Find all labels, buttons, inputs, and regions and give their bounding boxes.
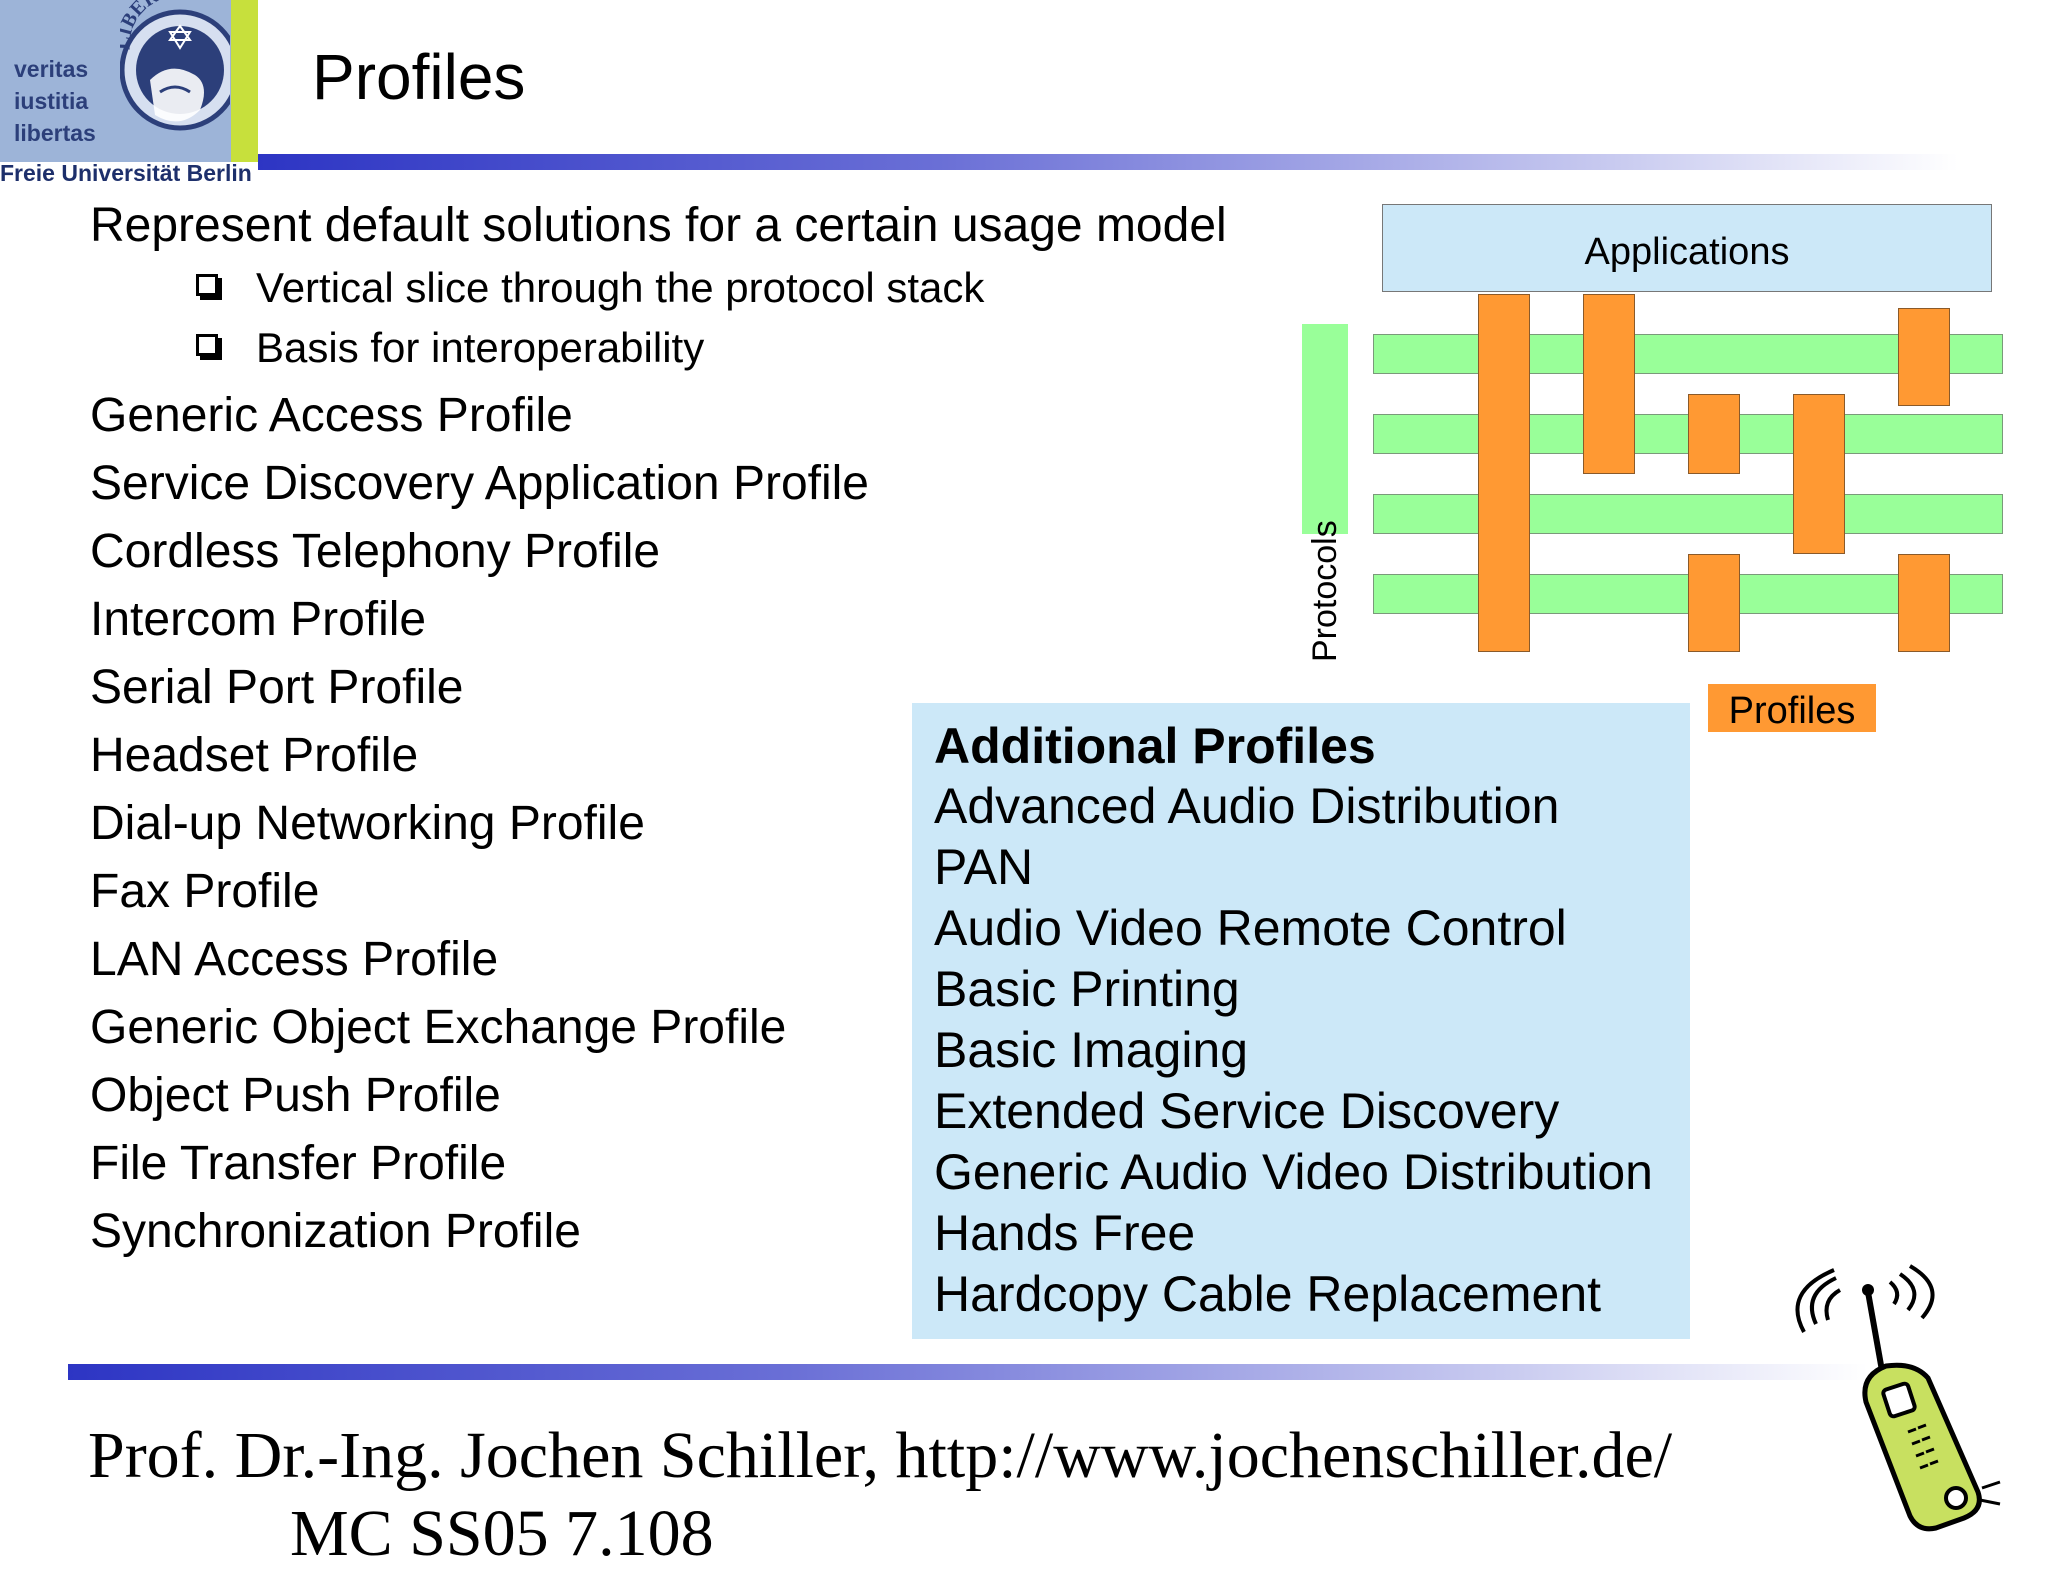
list-item: Hardcopy Cable Replacement [934,1266,1602,1322]
protocol-layer [1373,494,2003,534]
profile-slice [1898,554,1950,652]
footer-divider [68,1364,1868,1380]
additional-profiles-title: Additional Profiles [934,718,1376,774]
profile-stack-diagram: Protocols Applications Profiles [1290,200,2010,740]
profile-slice [1478,294,1530,652]
protocols-label: Protocols [1306,520,1344,662]
list-item: PAN [934,839,1034,895]
list-item: Hands Free [934,1205,1196,1261]
profile-slice [1898,308,1950,406]
checkbox-bullet-icon [196,334,218,356]
university-name: Freie Universität Berlin [0,160,252,186]
list-item: Cordless Telephony Profile [90,525,661,578]
footer-course: MC SS05 7.108 [290,1497,714,1570]
motto-line: iustitia [14,88,89,114]
list-item: Basic Imaging [934,1022,1249,1078]
applications-label: Applications [1584,231,1790,273]
checkbox-bullet-icon [196,274,218,296]
list-item: Advanced Audio Distribution [934,778,1560,834]
profile-slice [1583,294,1635,474]
profile-slice [1793,394,1845,554]
list-item: Intercom Profile [90,593,427,646]
logo-accent-bar [231,0,258,162]
list-item: Fax Profile [90,865,320,918]
profiles-label: Profiles [1728,690,1856,732]
list-item: Generic Access Profile [90,389,573,442]
motto-line: libertas [14,120,96,146]
sub-bullet: Basis for interoperability [256,324,705,371]
list-item: Audio Video Remote Control [934,900,1567,956]
list-item: Headset Profile [90,729,419,782]
intro-text: Represent default solutions for a certai… [90,199,1227,252]
list-item: Dial-up Networking Profile [90,797,645,850]
list-item: Serial Port Profile [90,661,464,714]
footer-author: Prof. Dr.-Ing. Jochen Schiller, http://w… [88,1419,1673,1492]
list-item: Generic Object Exchange Profile [90,1001,787,1054]
list-item: Extended Service Discovery [934,1083,1560,1139]
sub-bullet: Vertical slice through the protocol stac… [256,264,985,311]
additional-profiles-box: Additional Profiles Advanced Audio Distr… [912,703,1690,1339]
profile-slice [1688,554,1740,652]
profile-slice [1688,394,1740,474]
list-item: Basic Printing [934,961,1240,1017]
motto-line: veritas [14,56,89,82]
list-item: Service Discovery Application Profile [90,457,869,510]
protocols-bar [1302,324,1348,534]
list-item: File Transfer Profile [90,1137,507,1190]
list-item: LAN Access Profile [90,933,499,986]
mobile-phone-icon [1795,1264,2001,1532]
list-item: Synchronization Profile [90,1205,581,1258]
seal-icon: LIBERTAS [120,0,230,131]
profiles-legend: Profiles [1708,684,1876,732]
header-divider [258,154,1958,170]
list-item: Object Push Profile [90,1069,501,1122]
applications-box: Applications [1382,204,1992,292]
list-item: Generic Audio Video Distribution [934,1144,1653,1200]
page-title: Profiles [312,41,526,113]
university-logo: veritas iustitia libertas LIBERTAS Freie… [0,0,258,186]
